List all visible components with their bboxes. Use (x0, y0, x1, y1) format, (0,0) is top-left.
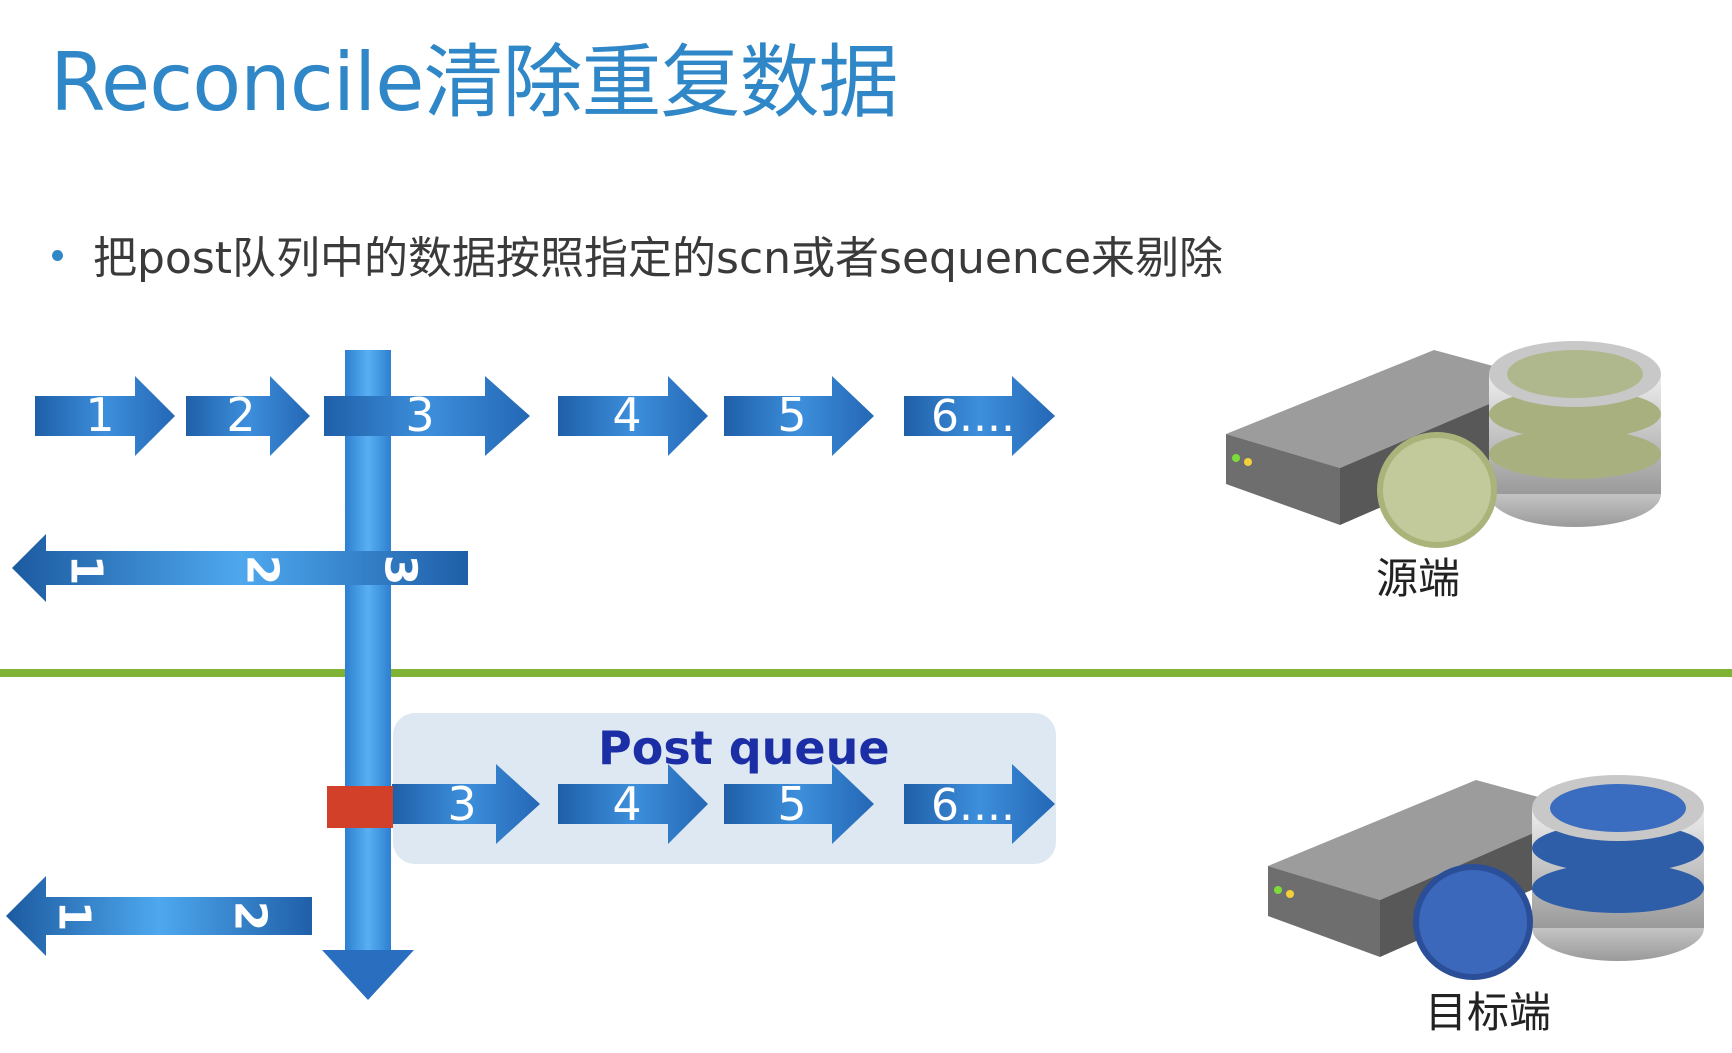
arrow-label: 4 (612, 388, 641, 442)
arrow-label: 3 (447, 777, 476, 831)
arrow-label: 5 (777, 388, 806, 442)
source-forward-arrow-6: 6.... (904, 376, 1055, 456)
source-forward-arrow-1: 1 (35, 376, 175, 456)
target-label: 目标端 (1425, 988, 1551, 1037)
source-label: 源端 (1376, 554, 1460, 603)
slide-title: Reconcile清除重复数据 (50, 36, 898, 129)
arrow-label: 5 (777, 777, 806, 831)
arrow-label: 2 (225, 901, 276, 932)
source-forward-arrow-3: 3 (324, 376, 530, 456)
arrow-label: 4 (612, 777, 641, 831)
arrow-label: 1 (61, 555, 112, 586)
source-target-divider (0, 669, 1732, 677)
source-return-arrow: 1 2 3 (12, 534, 468, 602)
bullet-dot-icon (52, 249, 63, 261)
target-database-icon (1413, 775, 1704, 980)
target-return-arrow: 1 2 (6, 876, 312, 956)
arrow-label: 2 (226, 388, 255, 442)
source-forward-arrow-2: 2 (186, 376, 310, 456)
arrow-label: 2 (237, 555, 288, 586)
target-forward-arrow-3: 3 (392, 764, 540, 844)
post-queue-label: Post queue (598, 721, 890, 775)
arrow-label: 3 (375, 555, 426, 586)
target-forward-arrow-4: 4 (558, 764, 708, 844)
target-forward-arrow-6: 6.... (904, 764, 1055, 844)
arrow-label: 1 (85, 388, 114, 442)
arrow-label: 6.... (931, 391, 1015, 442)
arrow-label: 6.... (931, 780, 1015, 831)
vertical-apply-arrow (322, 350, 414, 1000)
source-forward-arrow-5: 5 (724, 376, 874, 456)
arrow-label: 3 (405, 388, 434, 442)
bullet-text: 把post队列中的数据按照指定的scn或者sequence来剔除 (93, 233, 1224, 284)
source-forward-arrow-4: 4 (558, 376, 708, 456)
target-forward-arrow-5: 5 (724, 764, 874, 844)
reconcile-marker (327, 786, 393, 828)
bullet-item: 把post队列中的数据按照指定的scn或者sequence来剔除 (52, 222, 1223, 286)
arrow-label: 1 (49, 901, 100, 932)
source-database-icon (1377, 341, 1661, 548)
